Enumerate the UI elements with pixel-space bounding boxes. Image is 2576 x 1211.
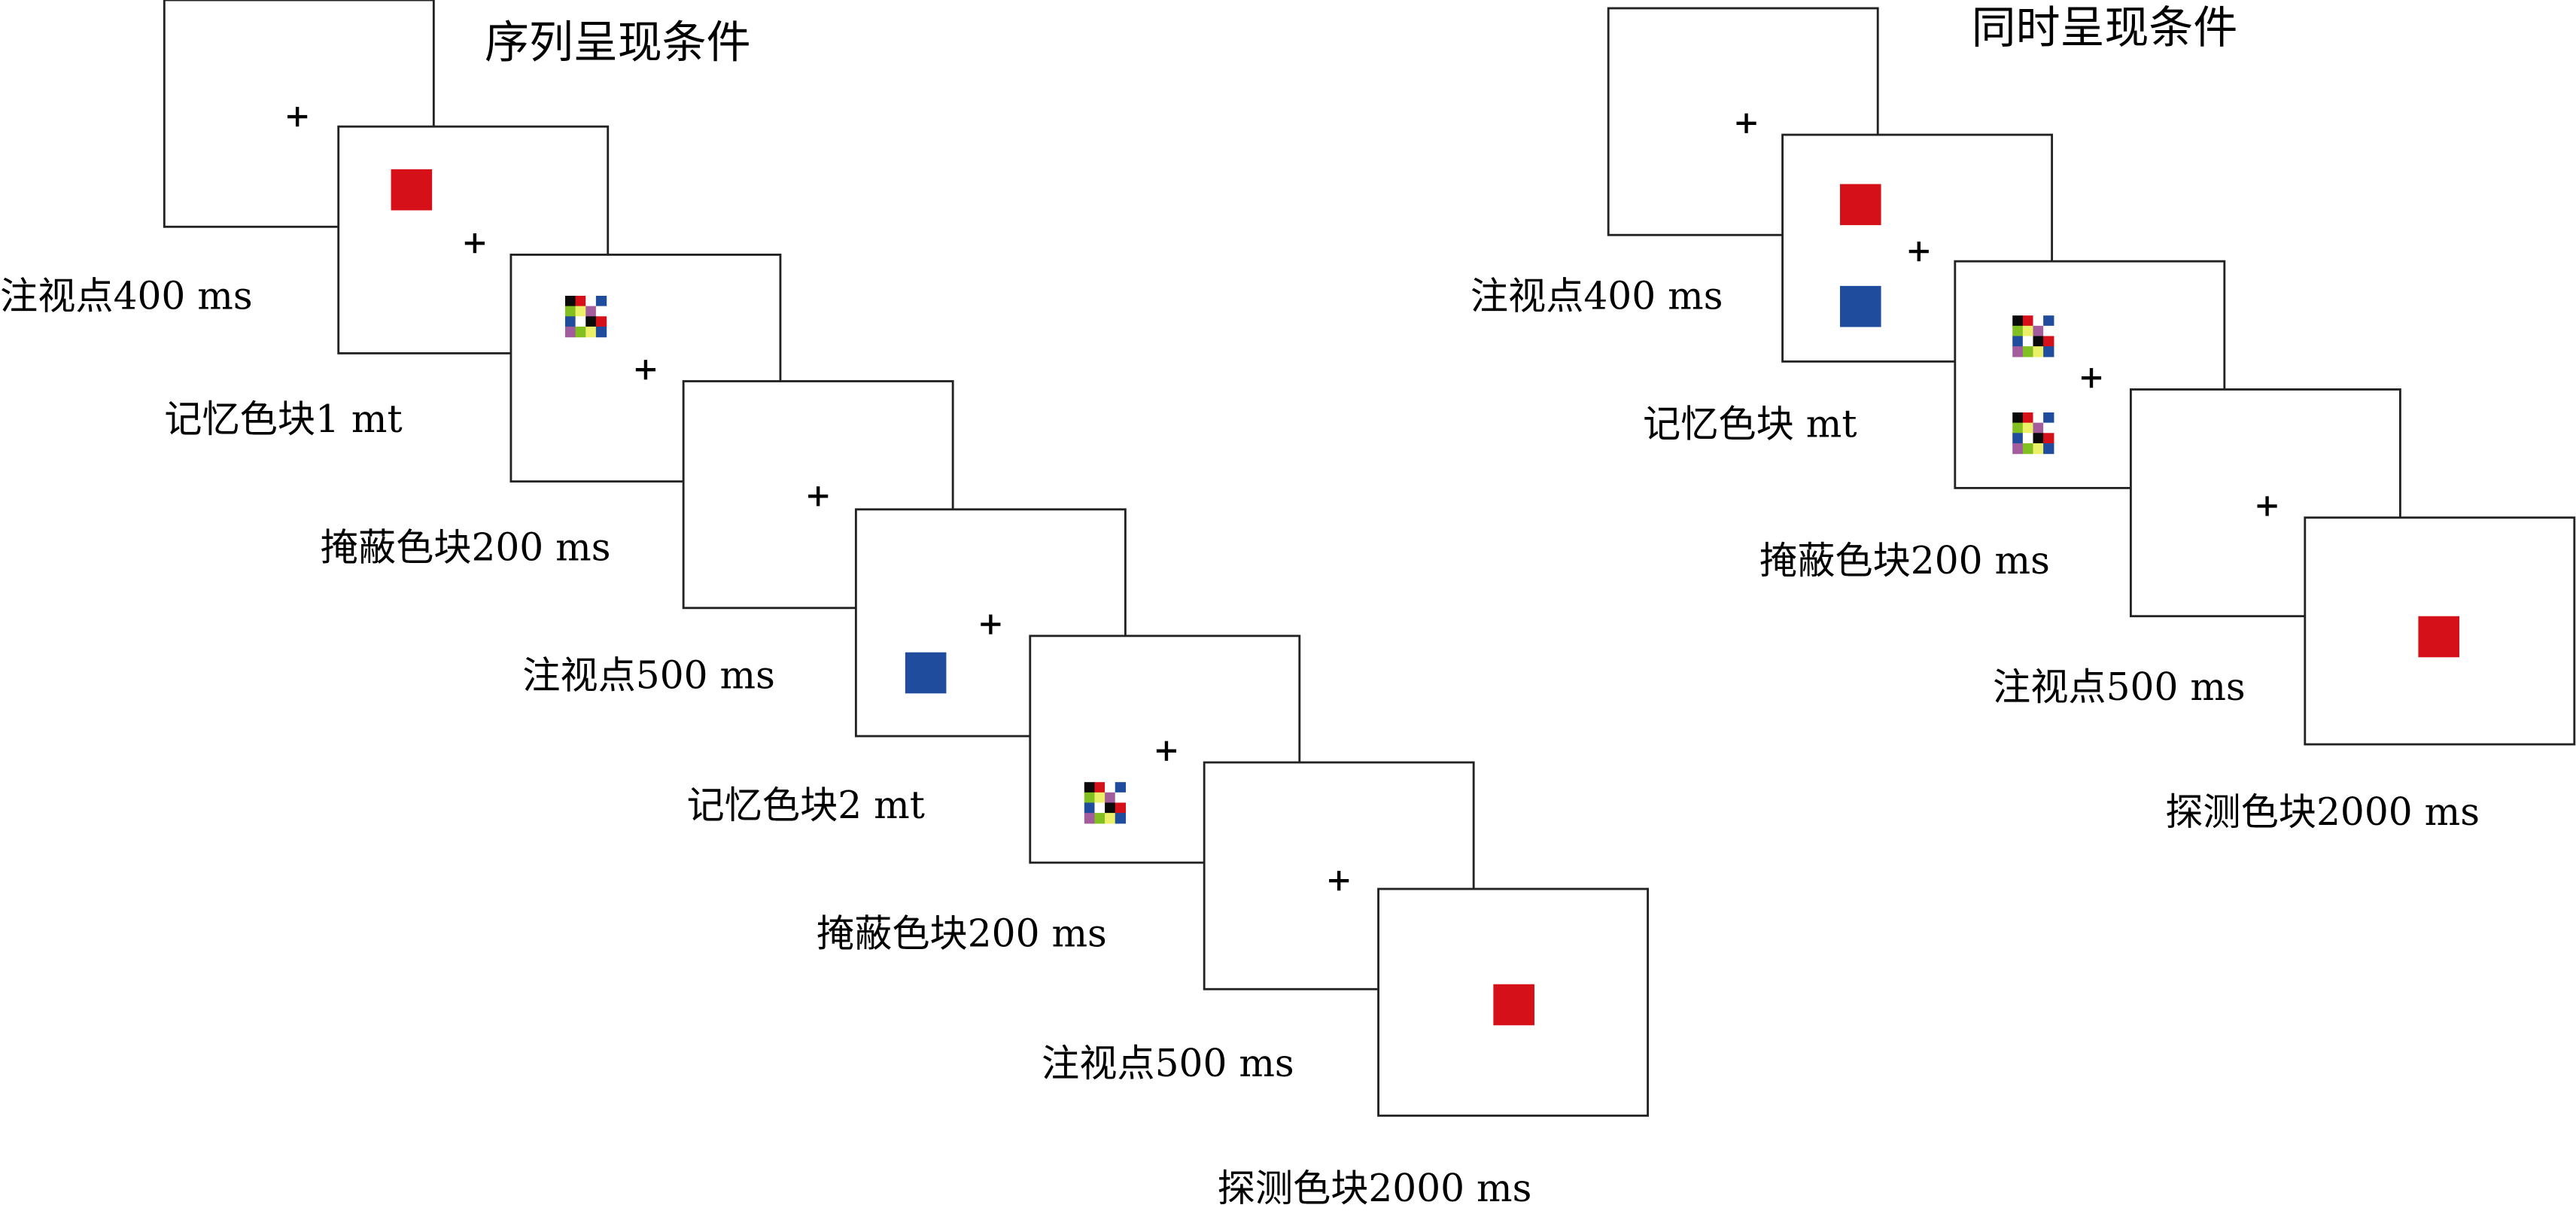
mask-cell — [2022, 315, 2034, 327]
mask-cell — [1094, 802, 1106, 814]
mask-cell — [1115, 813, 1127, 824]
mask-cell — [564, 306, 576, 317]
sequential-title: 序列呈现条件 — [485, 16, 751, 68]
mask-cell — [585, 326, 597, 338]
mask-cell — [564, 326, 576, 338]
mask-cell — [2012, 336, 2024, 347]
simultaneous-frames — [1607, 7, 2576, 746]
mask-cell — [2033, 422, 2044, 434]
mask-cell — [2043, 346, 2054, 358]
mask-cell — [595, 295, 607, 307]
mask-cell — [2012, 422, 2024, 434]
mask-cell — [2043, 433, 2054, 444]
mask-cell — [2022, 412, 2034, 424]
mask-cell — [2033, 443, 2044, 455]
stimulus-frame — [2304, 516, 2576, 746]
mask-cell — [1084, 782, 1096, 793]
mask-pattern — [2012, 412, 2054, 455]
mask-cell — [585, 306, 597, 317]
red-color-square — [391, 169, 433, 211]
mask-cell — [1084, 802, 1096, 814]
seq-label-6: 掩蔽色块200 ms — [817, 911, 1107, 955]
mask-cell — [575, 316, 586, 327]
mask-cell — [2033, 315, 2044, 327]
sim-label-3: 掩蔽色块200 ms — [1759, 538, 2050, 583]
mask-cell — [1105, 792, 1116, 804]
mask-cell — [2022, 336, 2034, 347]
mask-cell — [2033, 412, 2044, 424]
mask-cell — [2043, 443, 2054, 455]
seq-label-7: 注视点500 ms — [1042, 1041, 1294, 1085]
mask-cell — [2022, 433, 2034, 444]
mask-cell — [2043, 325, 2054, 337]
mask-cell — [2043, 315, 2054, 327]
mask-cell — [2012, 443, 2024, 455]
mask-cell — [1094, 813, 1106, 824]
mask-cell — [2022, 325, 2034, 337]
mask-cell — [2043, 412, 2054, 424]
mask-cell — [1094, 782, 1106, 793]
mask-cell — [2022, 443, 2034, 455]
mask-cell — [2033, 336, 2044, 347]
mask-cell — [564, 295, 576, 307]
mask-cell — [2043, 422, 2054, 434]
seq-label-3: 掩蔽色块200 ms — [321, 525, 611, 569]
mask-cell — [2033, 325, 2044, 337]
mask-cell — [2012, 315, 2024, 327]
blue-color-square — [1840, 285, 1881, 327]
mask-cell — [585, 295, 597, 307]
mask-cell — [595, 316, 607, 327]
sequential-frames — [163, 0, 1650, 1117]
mask-cell — [1115, 802, 1127, 814]
mask-cell — [564, 316, 576, 327]
mask-cell — [1084, 813, 1096, 824]
mask-pattern — [1084, 782, 1127, 824]
sim-label-1: 注视点400 ms — [1470, 273, 1723, 318]
mask-cell — [2033, 433, 2044, 444]
mask-cell — [1105, 802, 1116, 814]
blue-color-square — [905, 652, 947, 694]
mask-cell — [1084, 792, 1096, 804]
mask-cell — [2043, 336, 2054, 347]
mask-cell — [2022, 422, 2034, 434]
mask-cell — [1094, 792, 1106, 804]
mask-pattern — [564, 295, 607, 338]
mask-cell — [1105, 813, 1116, 824]
seq-label-8: 探测色块2000 ms — [1218, 1166, 1532, 1210]
mask-cell — [1105, 782, 1116, 793]
mask-cell — [2012, 325, 2024, 337]
mask-cell — [575, 306, 586, 317]
sim-label-2: 记忆色块 mt — [1643, 402, 1857, 446]
mask-cell — [575, 295, 586, 307]
mask-cell — [1115, 782, 1127, 793]
mask-cell — [2033, 346, 2044, 358]
seq-label-1: 注视点400 ms — [0, 273, 253, 318]
mask-cell — [1115, 792, 1127, 804]
mask-cell — [595, 326, 607, 338]
mask-cell — [595, 306, 607, 317]
seq-label-2: 记忆色块1 mt — [164, 397, 402, 441]
mask-cell — [2012, 346, 2024, 358]
mask-cell — [575, 326, 586, 338]
stimulus-frame — [1377, 887, 1650, 1117]
seq-label-4: 注视点500 ms — [522, 653, 775, 698]
seq-label-5: 记忆色块2 mt — [687, 783, 925, 827]
sim-label-4: 注视点500 ms — [1993, 665, 2246, 709]
mask-cell — [2012, 412, 2024, 424]
sim-label-5: 探测色块2000 ms — [2165, 790, 2480, 834]
mask-pattern — [2012, 315, 2054, 358]
mask-cell — [2022, 346, 2034, 358]
red-color-square — [1840, 184, 1881, 226]
mask-cell — [585, 316, 597, 327]
red-color-square — [1493, 984, 1534, 1026]
simultaneous-title: 同时呈现条件 — [1972, 2, 2238, 53]
red-color-square — [2418, 616, 2460, 658]
mask-cell — [2012, 433, 2024, 444]
